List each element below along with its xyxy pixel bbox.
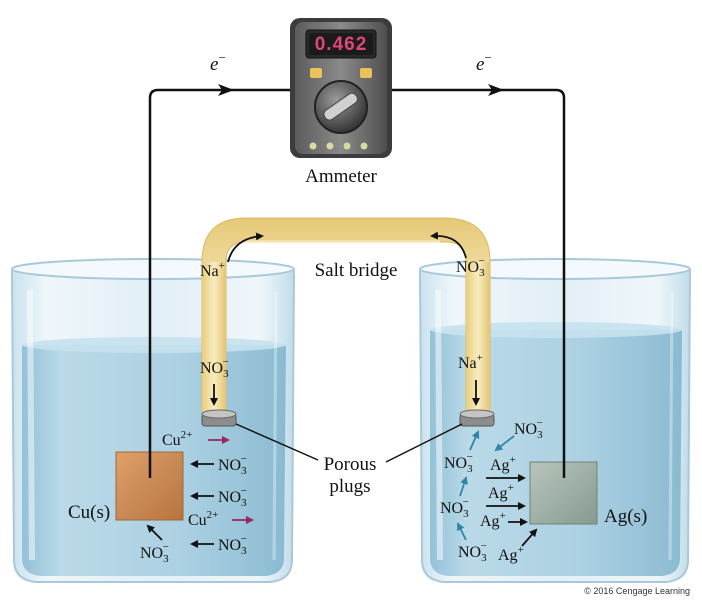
external-circuit-wire <box>148 88 566 478</box>
porous-pointer-left <box>235 423 319 461</box>
salt-bridge-label: Salt bridge <box>315 260 398 281</box>
ammeter <box>290 18 392 158</box>
no3-left-label-1: NO3− <box>218 453 247 477</box>
ammeter-button-left <box>310 68 322 78</box>
ammeter-button-right <box>360 68 372 78</box>
no3-bridge-arrow <box>430 231 467 259</box>
no3-down-label: NO3− <box>200 356 229 380</box>
porous-label-line1: Porous <box>324 454 377 475</box>
electron-label-left: e− <box>210 50 226 75</box>
no3-right-label-1: NO3− <box>514 417 543 441</box>
no3-left-label-3: NO3− <box>218 533 247 557</box>
salt-bridge <box>201 217 491 421</box>
no3-right-arrow-4 <box>457 522 467 541</box>
cu-ion-label-1: Cu2+ <box>162 429 192 449</box>
no3-bridge-label: NO3− <box>456 255 485 279</box>
no3-right-arrow-3 <box>459 476 468 497</box>
ag-ion-arrow-4 <box>521 528 538 547</box>
porous-plug-right <box>459 409 495 427</box>
left-beaker <box>10 258 296 583</box>
right-solution <box>430 330 682 576</box>
porous-pointer-right <box>385 423 463 463</box>
copyright: © 2016 Cengage Learning <box>584 586 690 596</box>
no3-right-label-4: NO3− <box>458 540 487 564</box>
no3-right-arrow-1 <box>494 435 515 452</box>
porous-label-line2: plugs <box>329 476 370 497</box>
no3-right-arrow-2 <box>469 430 480 451</box>
no3-right-label-2: NO3− <box>444 451 473 475</box>
copper-electrode-label: Cu(s) <box>68 502 110 523</box>
no3-diag-label: NO3− <box>140 541 169 565</box>
silver-electrode-label: Ag(s) <box>604 506 647 527</box>
na-down-label: Na+ <box>458 352 483 372</box>
no3-right-label-3: NO3− <box>440 496 469 520</box>
ammeter-reading: 0.462 <box>315 34 368 55</box>
ammeter-label: Ammeter <box>305 166 377 187</box>
na-bridge-arrow <box>227 232 264 263</box>
ag-ion-label-2: Ag+ <box>488 482 514 502</box>
na-bridge-label: Na+ <box>200 260 225 280</box>
cu-ion-label-2: Cu2+ <box>188 509 218 529</box>
no3-diag-arrow <box>146 524 163 541</box>
ag-ion-label-4: Ag+ <box>498 544 524 564</box>
electron-label-right: e− <box>476 50 492 75</box>
ag-ion-label-1: Ag+ <box>490 454 516 474</box>
porous-plug-left <box>201 409 237 427</box>
no3-left-label-2: NO3− <box>218 485 247 509</box>
ag-ion-label-3: Ag+ <box>480 510 506 530</box>
